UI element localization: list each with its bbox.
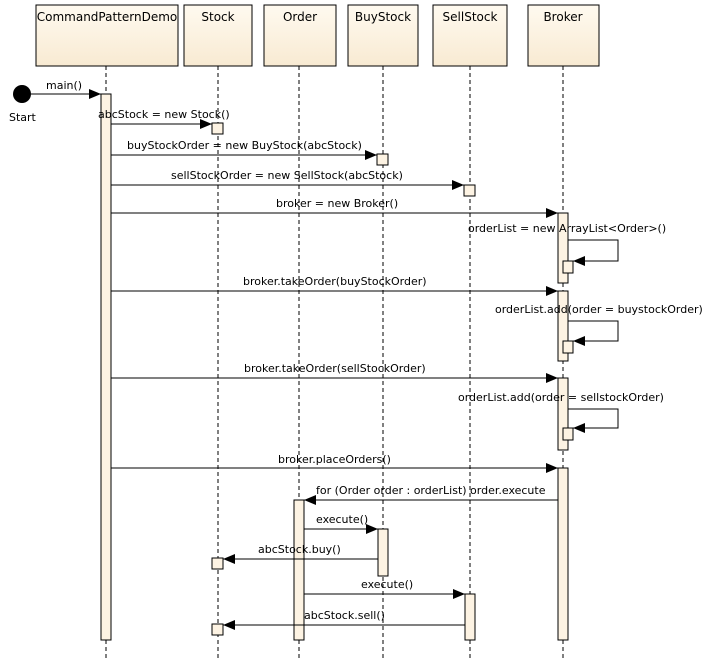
- participant-label: CommandPatternDemo: [37, 10, 178, 24]
- start-label: Start: [9, 111, 37, 124]
- message-label: execute(): [361, 578, 413, 591]
- participant-label: SellStock: [443, 10, 498, 24]
- message-new-broker[interactable]: broker = new Broker(): [111, 197, 558, 218]
- message-new-buystock[interactable]: buyStockOrder = new BuyStock(abcStock): [111, 139, 377, 160]
- message-label: for (Order order : orderList) order.exec…: [316, 484, 546, 497]
- message-label: sellStockOrder = new SellStock(abcStock): [171, 169, 403, 182]
- message-orderlist-add-sell[interactable]: orderList.add(order = sellstockOrder): [458, 391, 664, 433]
- message-takeorder-sell[interactable]: broker.takeOrder(sellStockOrder): [111, 362, 558, 383]
- message-label: abcStock.buy(): [258, 543, 341, 556]
- participant-label: Stock: [201, 10, 234, 24]
- message-execute-buy[interactable]: execute(): [304, 513, 378, 534]
- message-label: execute(): [316, 513, 368, 526]
- message-for-execute[interactable]: for (Order order : orderList) order.exec…: [304, 484, 558, 505]
- participant-sellstock[interactable]: SellStock: [432, 4, 508, 67]
- activation-broker-main: [557, 290, 569, 362]
- activation-sellstock: [463, 184, 476, 197]
- activation-stock: [211, 623, 224, 636]
- activation-demo: [100, 93, 112, 641]
- message-placeorders[interactable]: broker.placeOrders(): [111, 453, 558, 473]
- activation-buystock: [376, 153, 389, 166]
- message-label: broker.takeOrder(sellStockOrder): [244, 362, 426, 375]
- participant-stock[interactable]: Stock: [183, 4, 253, 67]
- message-new-stock[interactable]: abcStock = new Stock(): [98, 108, 230, 129]
- message-abcstock-buy[interactable]: abcStock.buy(): [223, 543, 378, 564]
- message-label: broker.takeOrder(buyStockOrder): [243, 275, 427, 288]
- participant-order[interactable]: Order: [263, 4, 337, 67]
- message-abcstock-sell[interactable]: abcStock.sell(): [223, 609, 465, 630]
- activation-sellstock: [464, 593, 476, 641]
- participant-label: Order: [283, 10, 317, 24]
- message-orderlist-add-buy[interactable]: orderList.add(order = buystockOrder): [495, 303, 703, 346]
- activation-broker-nested: [562, 427, 574, 441]
- message-takeorder-buy[interactable]: broker.takeOrder(buyStockOrder): [111, 275, 558, 296]
- participant-label: Broker: [543, 10, 582, 24]
- message-label: orderList.add(order = sellstockOrder): [458, 391, 664, 404]
- activation-stock: [211, 122, 224, 135]
- activation-broker-nested: [562, 340, 574, 354]
- message-new-sellstock[interactable]: sellStockOrder = new SellStock(abcStock): [111, 169, 464, 190]
- message-label: broker.placeOrders(): [278, 453, 391, 466]
- message-label: main(): [46, 79, 82, 92]
- message-label: abcStock = new Stock(): [98, 108, 230, 121]
- activation-broker-nested: [562, 260, 574, 274]
- message-label: broker = new Broker(): [276, 197, 398, 210]
- activation-broker-main: [557, 212, 569, 284]
- participant-label: BuyStock: [355, 10, 411, 24]
- activation-order: [293, 499, 305, 641]
- activation-stock: [211, 557, 224, 570]
- message-label: orderList = new ArrayList<Order>(): [468, 222, 666, 235]
- start-node-icon: [13, 85, 31, 103]
- activation-broker-main: [557, 377, 569, 451]
- message-orderlist-new[interactable]: orderList = new ArrayList<Order>(): [468, 222, 666, 266]
- activation-broker-main: [557, 467, 569, 641]
- participant-demo[interactable]: CommandPatternDemo: [35, 4, 179, 67]
- message-label: buyStockOrder = new BuyStock(abcStock): [127, 139, 362, 152]
- participant-broker[interactable]: Broker: [527, 4, 600, 67]
- message-main[interactable]: main(): [31, 79, 101, 99]
- message-execute-sell[interactable]: execute(): [304, 578, 465, 599]
- message-label: abcStock.sell(): [304, 609, 385, 622]
- participant-buystock[interactable]: BuyStock: [347, 4, 419, 67]
- message-label: orderList.add(order = buystockOrder): [495, 303, 703, 316]
- activation-buystock: [377, 528, 389, 577]
